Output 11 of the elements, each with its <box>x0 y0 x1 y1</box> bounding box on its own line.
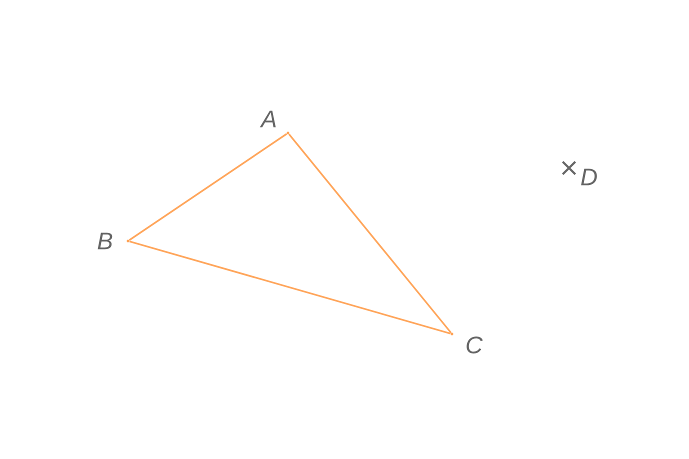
vertex-point <box>126 240 130 242</box>
vertex-point <box>286 132 290 134</box>
cross-mark <box>562 160 576 176</box>
vertex-label: A <box>260 110 276 128</box>
triangle-side <box>288 134 452 334</box>
vertex-label: B <box>98 232 112 250</box>
triangle-side <box>129 240 451 334</box>
triangle-side <box>128 133 288 241</box>
vertex-label: C <box>466 336 483 354</box>
vertex-point <box>450 332 454 336</box>
vertex-label: D <box>581 168 597 186</box>
